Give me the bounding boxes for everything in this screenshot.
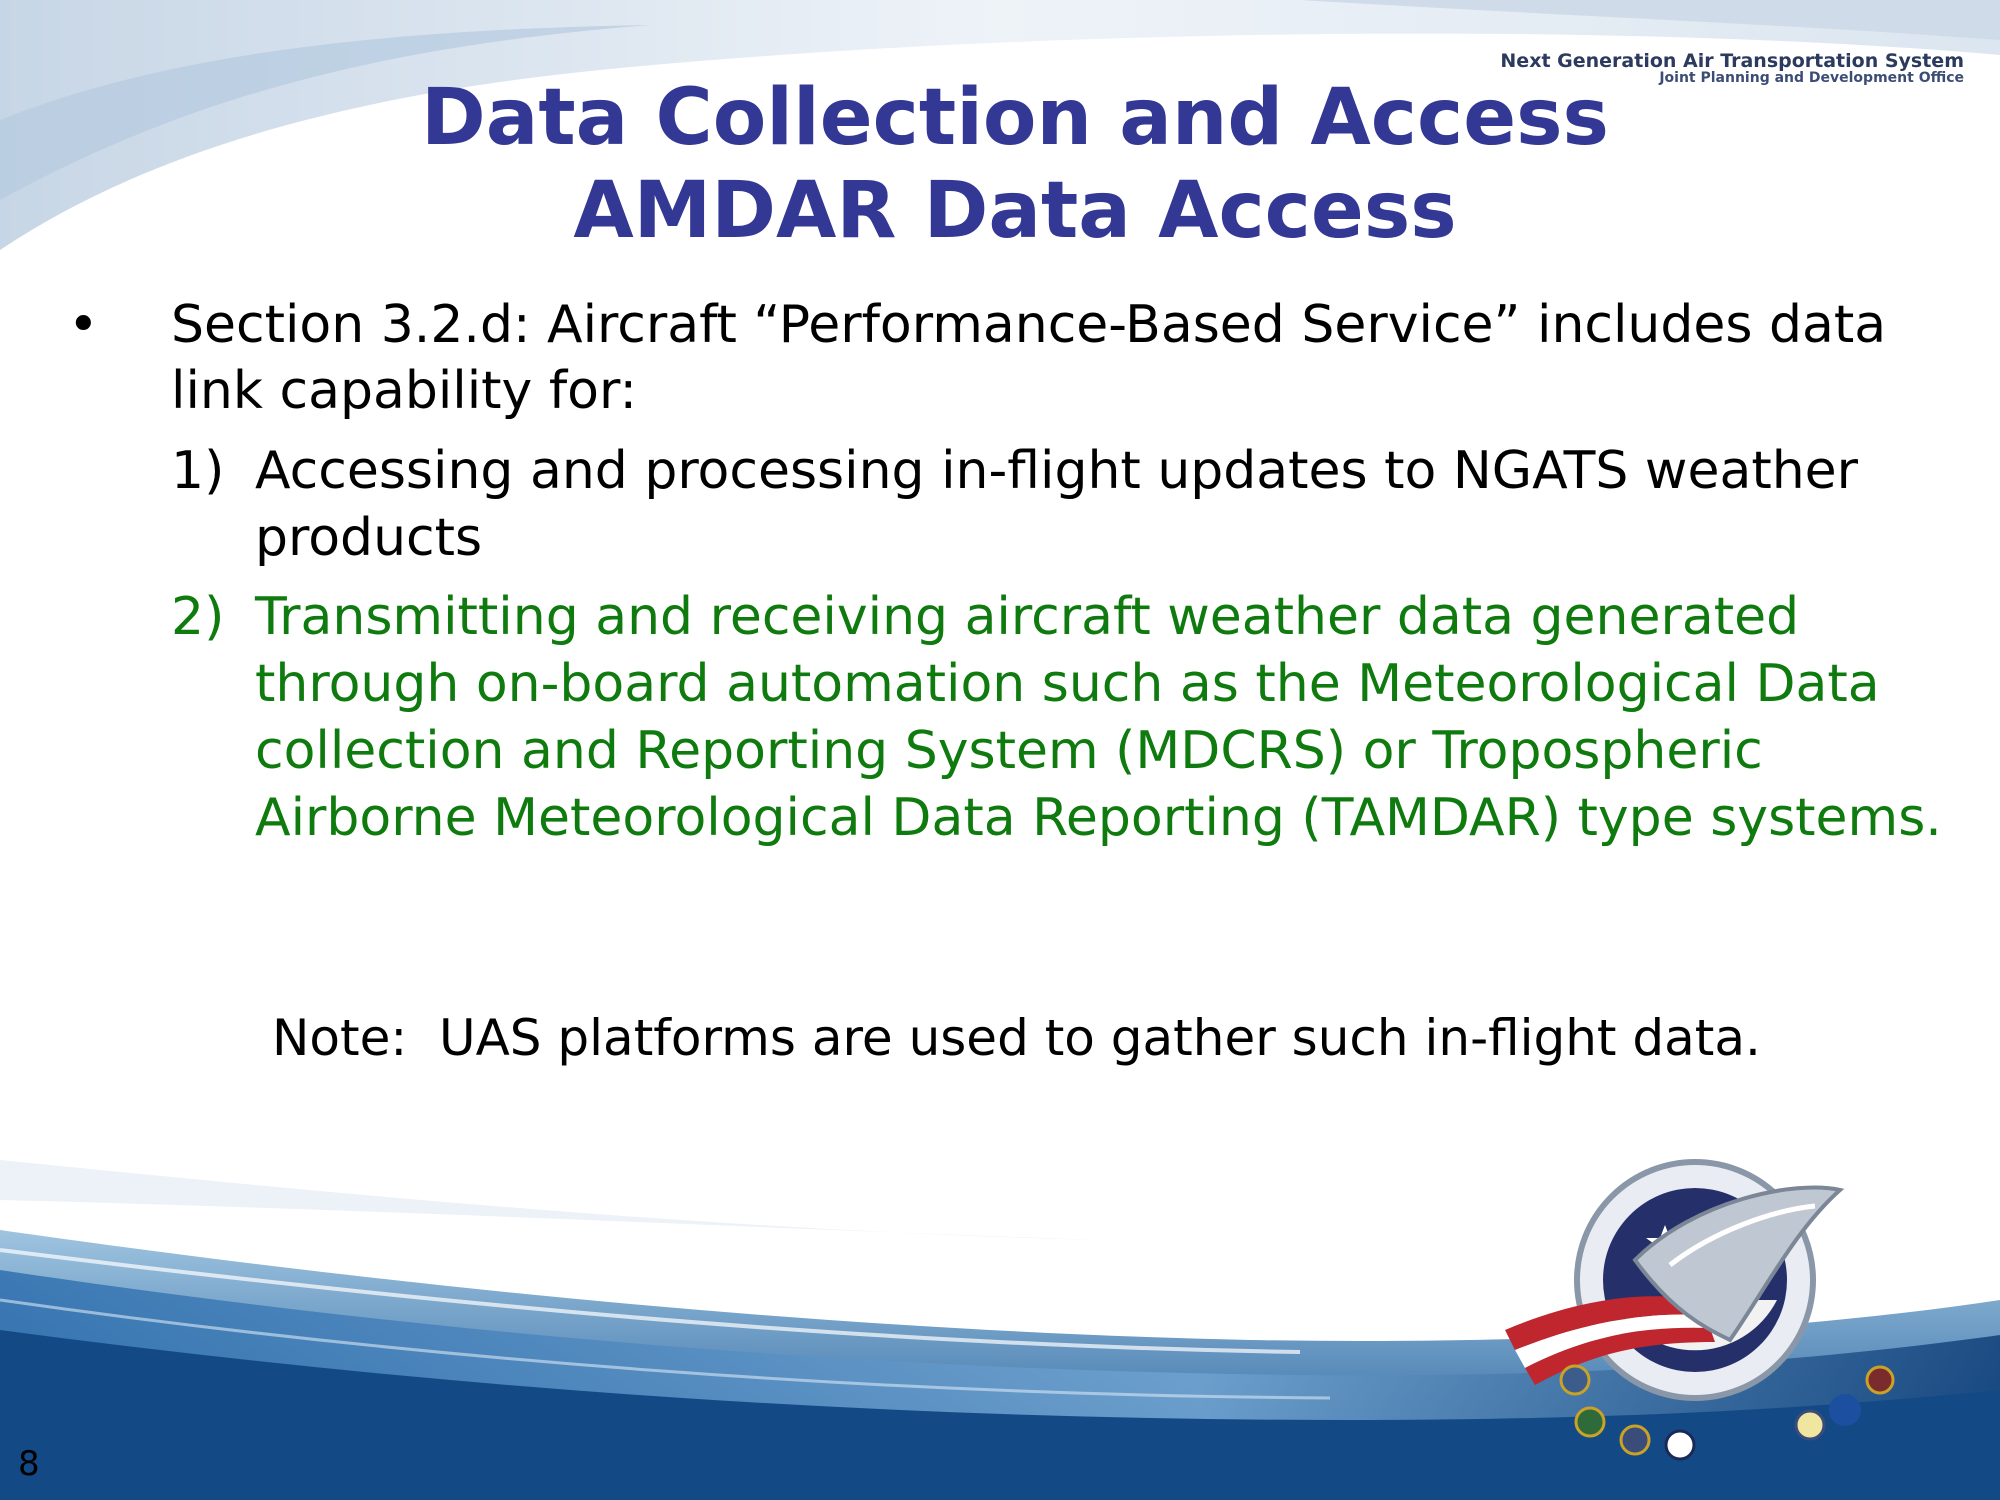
list-item-text: Transmitting and receiving aircraft weat…	[255, 587, 1942, 848]
title-line1: Data Collection and Access	[421, 73, 1609, 163]
list-item-text: Accessing and processing in-flight updat…	[255, 441, 1859, 568]
bullet-icon: •	[68, 295, 99, 355]
list-item-number: 1)	[171, 441, 225, 501]
bullet-text: Section 3.2.d: Aircraft “Performance-Bas…	[171, 295, 1887, 421]
logo-line2: Joint Planning and Development Office	[1659, 70, 1964, 86]
title-line2: AMDAR Data Access	[573, 166, 1457, 256]
ngats-header-logo: Next Generation Air Transportation Syste…	[1500, 50, 1964, 86]
page-number: 8	[18, 1444, 40, 1484]
slide-title: Data Collection and Access AMDAR Data Ac…	[0, 72, 2000, 258]
jpdo-seal-icon	[1505, 1159, 1895, 1461]
note-text: Note: UAS platforms are used to gather s…	[272, 1009, 1761, 1067]
list-item-number: 2)	[171, 587, 225, 647]
logo-line1: Next Generation Air Transportation Syste…	[1500, 50, 1964, 72]
